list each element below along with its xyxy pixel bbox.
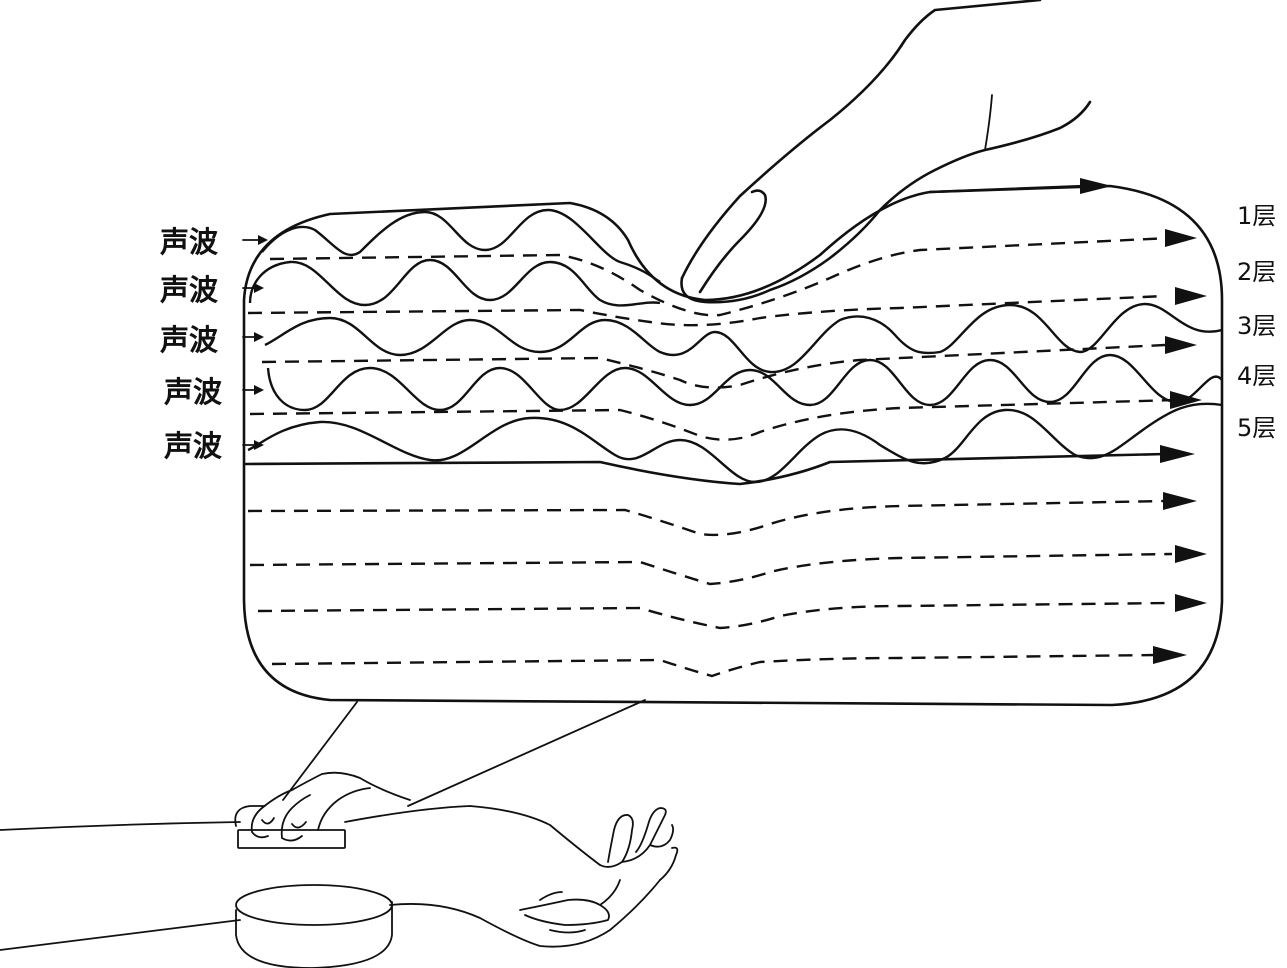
sound-waves (247, 208, 1223, 484)
flow-line-3 (261, 343, 1166, 389)
magnify-line-left (282, 701, 358, 801)
wave-label-2: 声波 (160, 273, 219, 307)
flow-line-7 (257, 601, 1173, 630)
patient-hand (519, 807, 679, 926)
wave-label-3: 声波 (160, 323, 219, 357)
examiner-fingers (234, 771, 411, 842)
flow-line-1 (269, 236, 1171, 317)
magnify-line-right (407, 699, 646, 807)
forearm-bottom (0, 919, 241, 951)
wave-label-5: 声波 (164, 429, 223, 463)
sound-wave-3 (264, 302, 1223, 374)
layer-label-5: 5层 (1237, 414, 1276, 442)
forearm-top (0, 821, 241, 831)
wave-label-1: 声波 (160, 225, 219, 259)
flow-line-2 (247, 294, 1166, 327)
layer-label-2: 2层 (1237, 258, 1276, 286)
top-surface-arrowhead (1080, 178, 1112, 194)
wave-entry-arrows (242, 235, 268, 450)
sound-wave-4 (266, 353, 1223, 412)
wrist-illustration (0, 771, 679, 968)
wrist-cushion (235, 884, 393, 968)
sound-wave-1 (261, 208, 661, 283)
sound-wave-2 (248, 258, 661, 307)
top-surface-line (928, 184, 1087, 194)
flow-line-8 (271, 653, 1156, 678)
layer-label-1: 1层 (1237, 202, 1276, 230)
wave-baseline (244, 452, 1167, 486)
flow-arrowheads (1153, 229, 1207, 664)
pressing-finger (680, 0, 1092, 304)
wave-label-4: 声波 (164, 375, 223, 409)
pressure-sensor-pad (237, 829, 346, 849)
sound-wave-5 (247, 402, 1223, 484)
flow-lines (247, 236, 1176, 678)
layer-label-3: 3层 (1237, 312, 1276, 340)
flow-line-5 (247, 499, 1166, 537)
flow-line-4 (249, 398, 1176, 441)
tissue-block-outline (242, 184, 1224, 707)
flow-line-6 (249, 552, 1173, 586)
layer-label-4: 4层 (1237, 362, 1276, 390)
